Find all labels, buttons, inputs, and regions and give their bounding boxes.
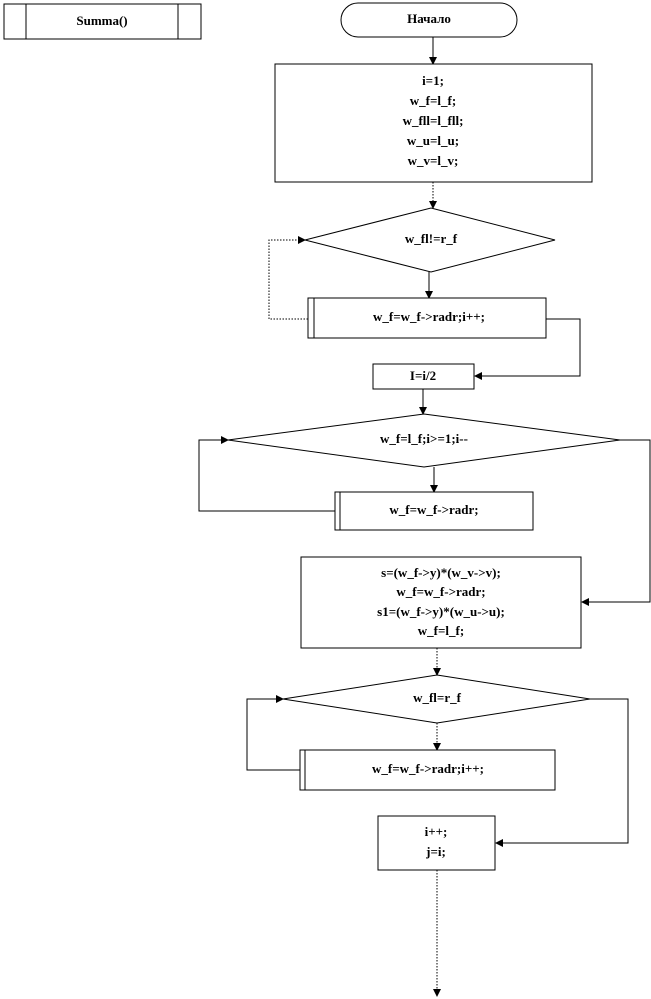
exit-1-to-half [474,318,581,380]
condition-1-diamond: w_fl!=r_f [304,207,556,273]
final-line-2: j=i; [425,844,446,859]
exit-3-to-final [495,698,629,847]
loop-back-3 [246,695,300,771]
loop-back-1 [268,236,308,320]
half-block: I=i/2 [372,363,475,390]
start-label: Начало [407,11,451,26]
subprogram-title-box: Summa() [3,3,202,40]
step-1-block: w_f=w_f->radr;i++; [307,297,547,339]
init-block: i=1; w_f=l_f; w_fll=l_fll; w_u=l_u; w_v=… [274,63,593,183]
condition-3-label: w_fl=r_f [413,690,462,705]
init-line-5: w_v=l_v; [408,153,459,168]
init-line-4: w_u=l_u; [407,133,459,148]
step-2-block: w_f=w_f->radr; [334,491,534,531]
compute-line-3: s1=(w_f->y)*(w_u->u); [377,604,505,619]
condition-2-label: w_f=l_f;i>=1;i-- [380,431,468,446]
final-line-1: i++; [425,824,448,839]
compute-line-1: s=(w_f->y)*(w_v->v); [381,565,501,580]
init-line-3: w_fll=l_fll; [403,113,464,128]
step-3-label: w_f=w_f->radr;i++; [372,761,484,776]
half-label: I=i/2 [410,368,436,383]
step-3-block: w_f=w_f->radr;i++; [299,749,556,791]
compute-line-2: w_f=w_f->radr; [396,584,485,599]
loop-back-2 [198,436,335,512]
compute-block: s=(w_f->y)*(w_v->v); w_f=w_f->radr; s1=(… [300,556,582,649]
condition-2-diamond: w_f=l_f;i>=1;i-- [227,413,621,468]
compute-line-4: w_f=l_f; [418,623,464,638]
step-1-label: w_f=w_f->radr;i++; [373,309,485,324]
step-2-label: w_f=w_f->radr; [389,502,478,517]
final-block: i++; j=i; [377,815,496,871]
init-line-2: w_f=l_f; [410,93,456,108]
exit-2-to-compute [581,439,651,606]
subprogram-title: Summa() [76,13,127,28]
start-terminator: Начало [340,2,518,38]
condition-1-label: w_fl!=r_f [405,231,458,246]
condition-3-diamond: w_fl=r_f [282,674,591,724]
init-line-1: i=1; [422,73,444,88]
